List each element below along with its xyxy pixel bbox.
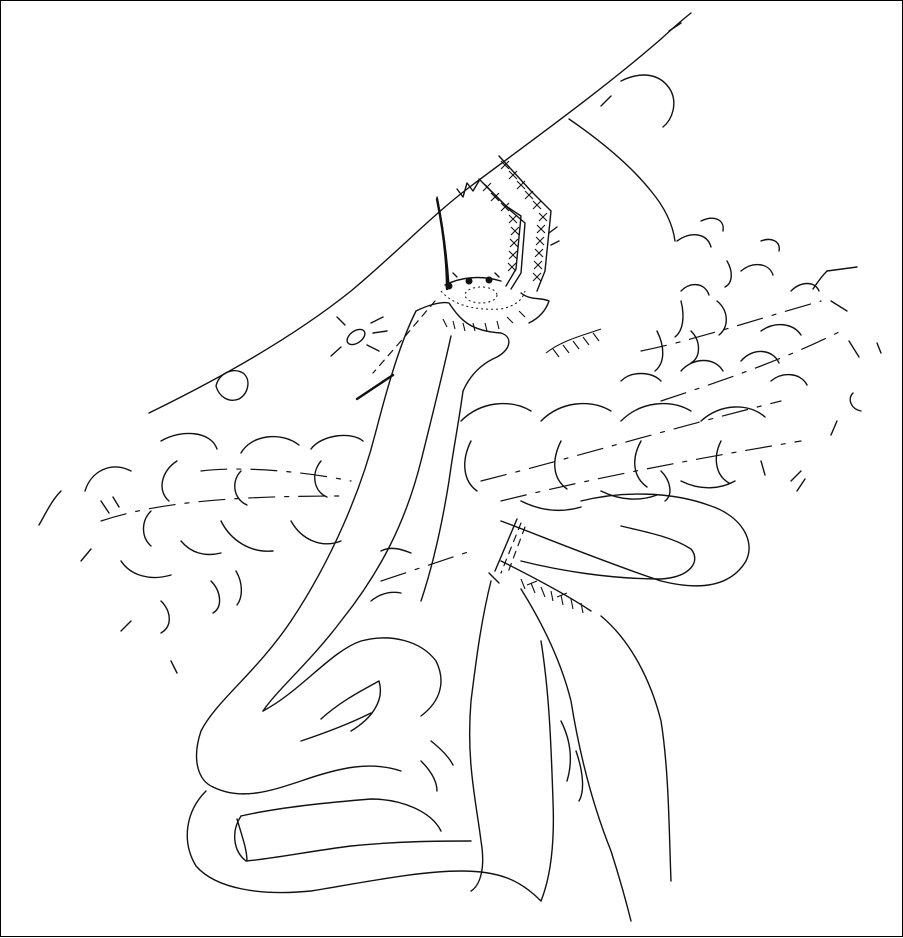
skin-fold-upper [569, 119, 675, 241]
stoma-right-rim [521, 293, 549, 323]
small-incision [344, 326, 367, 347]
lower-loop-upper [263, 638, 441, 716]
skin-fold-upper-2 [621, 75, 674, 127]
body-wall-tick [669, 23, 681, 31]
right-loop-descend-1 [470, 581, 491, 891]
right-loop-descend-2 [521, 589, 631, 921]
inner-curve-c [421, 761, 437, 791]
right-loop-descend-3 [601, 616, 671, 881]
cross-stitch-suture [483, 161, 547, 281]
lower-loop-outer [213, 766, 401, 794]
inner-curve-d [431, 741, 453, 765]
right-loop-inner [521, 526, 695, 579]
rim-suture-ticks [443, 311, 525, 331]
guide-line-dashed [373, 301, 435, 373]
bowel-loop-top-cap [416, 303, 509, 391]
bowel-loop-inner-right [263, 336, 451, 711]
right-loop-mid [501, 561, 591, 611]
bottom-bowel-rim [237, 819, 247, 861]
small-suture-right [546, 329, 601, 357]
right-loop-descend-4 [541, 641, 553, 901]
anastomosis-ticks [521, 579, 583, 613]
lower-loop-inner [321, 681, 380, 731]
lower-loop-inner-2 [301, 713, 371, 741]
bowel-loop-inner-2 [421, 391, 463, 601]
bottom-bowel-outer [187, 791, 541, 901]
body-wall-contour [149, 13, 691, 413]
stoma-opening [441, 273, 525, 309]
flap-side-tick [549, 227, 559, 245]
bottom-bowel-cap [241, 799, 441, 831]
incision-rays [331, 317, 387, 356]
omentum-left [39, 433, 471, 673]
omentum-right [461, 218, 881, 510]
skin-fold-upper-3 [601, 96, 611, 106]
inner-curve-a [561, 721, 570, 781]
